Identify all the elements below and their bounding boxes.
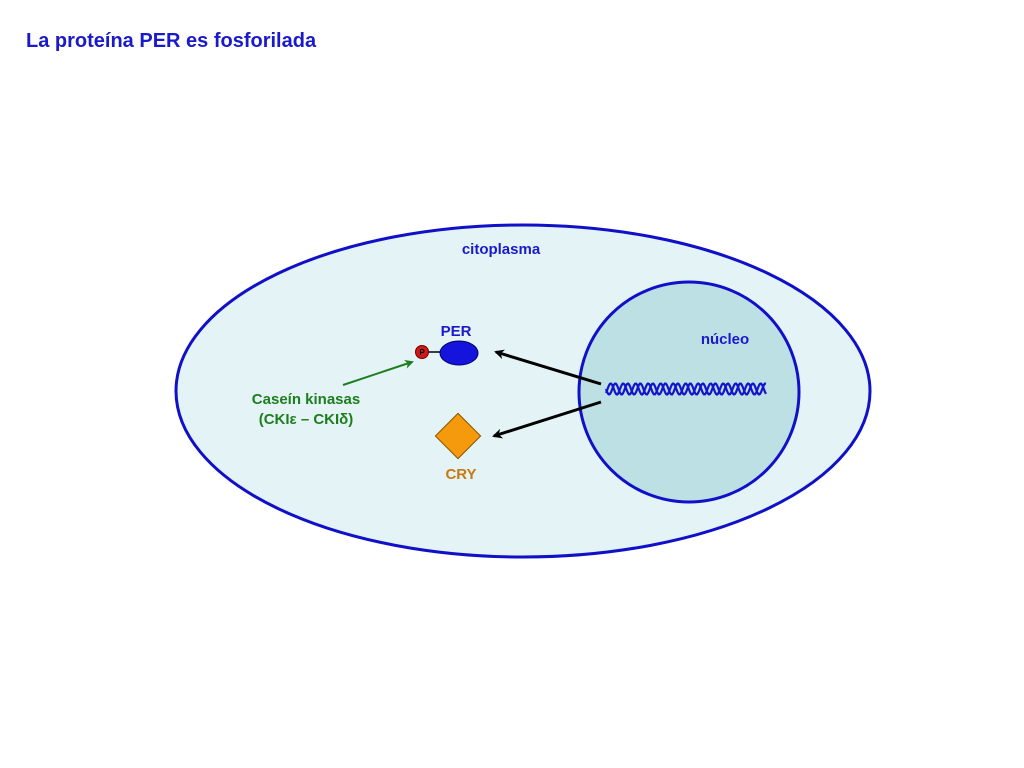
cytoplasm-label: citoplasma (462, 241, 541, 258)
dna-helix-icon (604, 382, 767, 396)
phosphate-icon (415, 345, 429, 359)
slide-title: La proteína PER es fosforilada (26, 30, 317, 52)
per-protein-icon (439, 340, 479, 366)
kinase-label-line2: (CKIε – CKIδ) (259, 411, 354, 428)
transcription-arrow-per (494, 349, 602, 386)
kinase-arrow (342, 359, 414, 386)
kinase-label-line1: Caseín kinasas (252, 391, 360, 408)
nucleus-label: núcleo (701, 331, 749, 348)
per-label: PER (441, 323, 472, 340)
cry-protein-icon (434, 412, 482, 460)
phosphate-label: P (419, 348, 425, 357)
cry-label: CRY (445, 466, 476, 483)
transcription-arrow-cry (492, 400, 602, 439)
